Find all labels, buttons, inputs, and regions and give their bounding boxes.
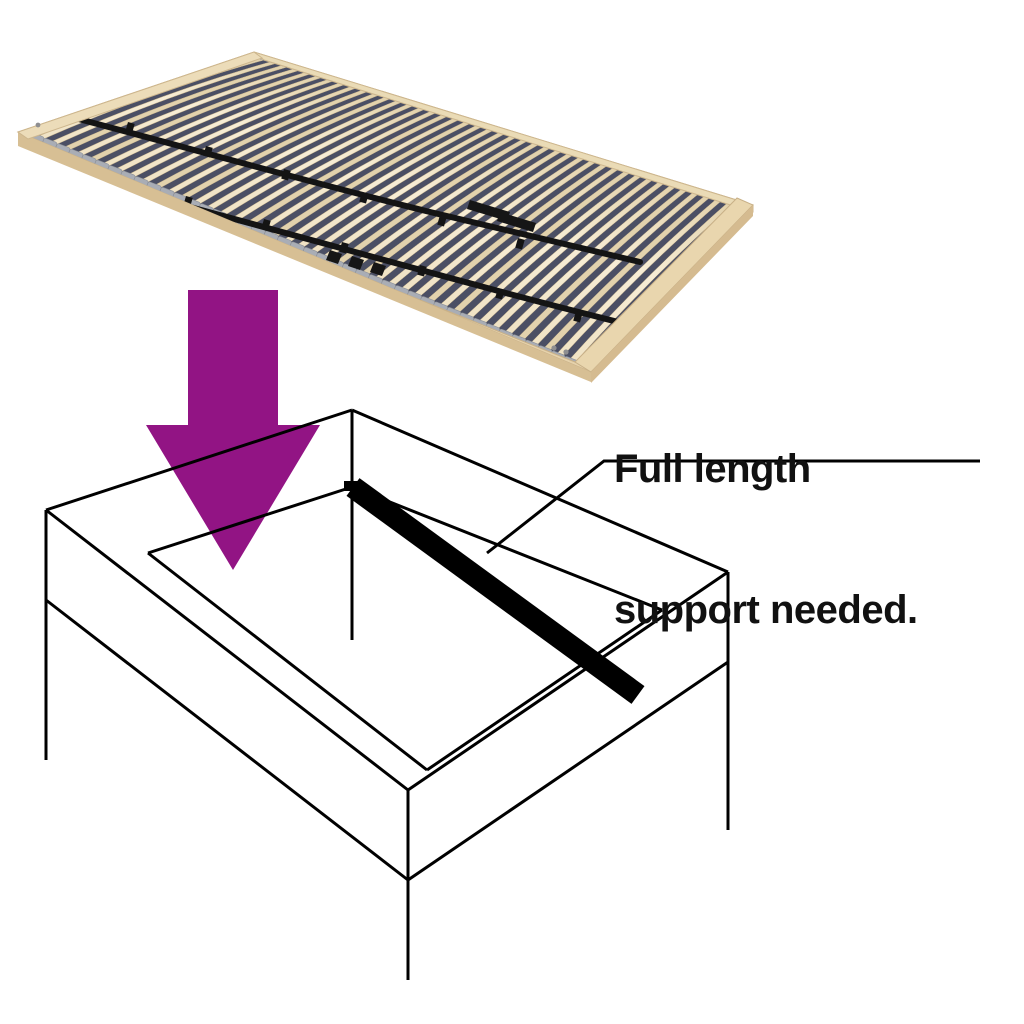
callout-leader-line	[486, 459, 980, 555]
callout-line-1: Full length	[614, 447, 811, 491]
base-near-rail-face	[18, 132, 591, 382]
down-arrow-icon	[146, 290, 320, 570]
base-fitting-group	[35, 122, 569, 355]
center-support-rail	[346, 478, 645, 704]
base-end-rail-left	[16, 51, 264, 140]
callout-text: Full length support needed.	[614, 352, 1024, 728]
tension-strap-clip-group	[125, 122, 583, 323]
frame-leg-group	[44, 410, 730, 980]
base-end-rail-right-face	[591, 205, 753, 383]
center-reinforcement-marks	[326, 200, 536, 276]
tension-strap-1	[49, 109, 643, 265]
slatted-base-group	[16, 51, 754, 383]
callout-line-2: support needed.	[614, 588, 918, 632]
frame-top-outer-rim	[45, 408, 729, 792]
frame-top-inner-rim	[147, 485, 663, 772]
